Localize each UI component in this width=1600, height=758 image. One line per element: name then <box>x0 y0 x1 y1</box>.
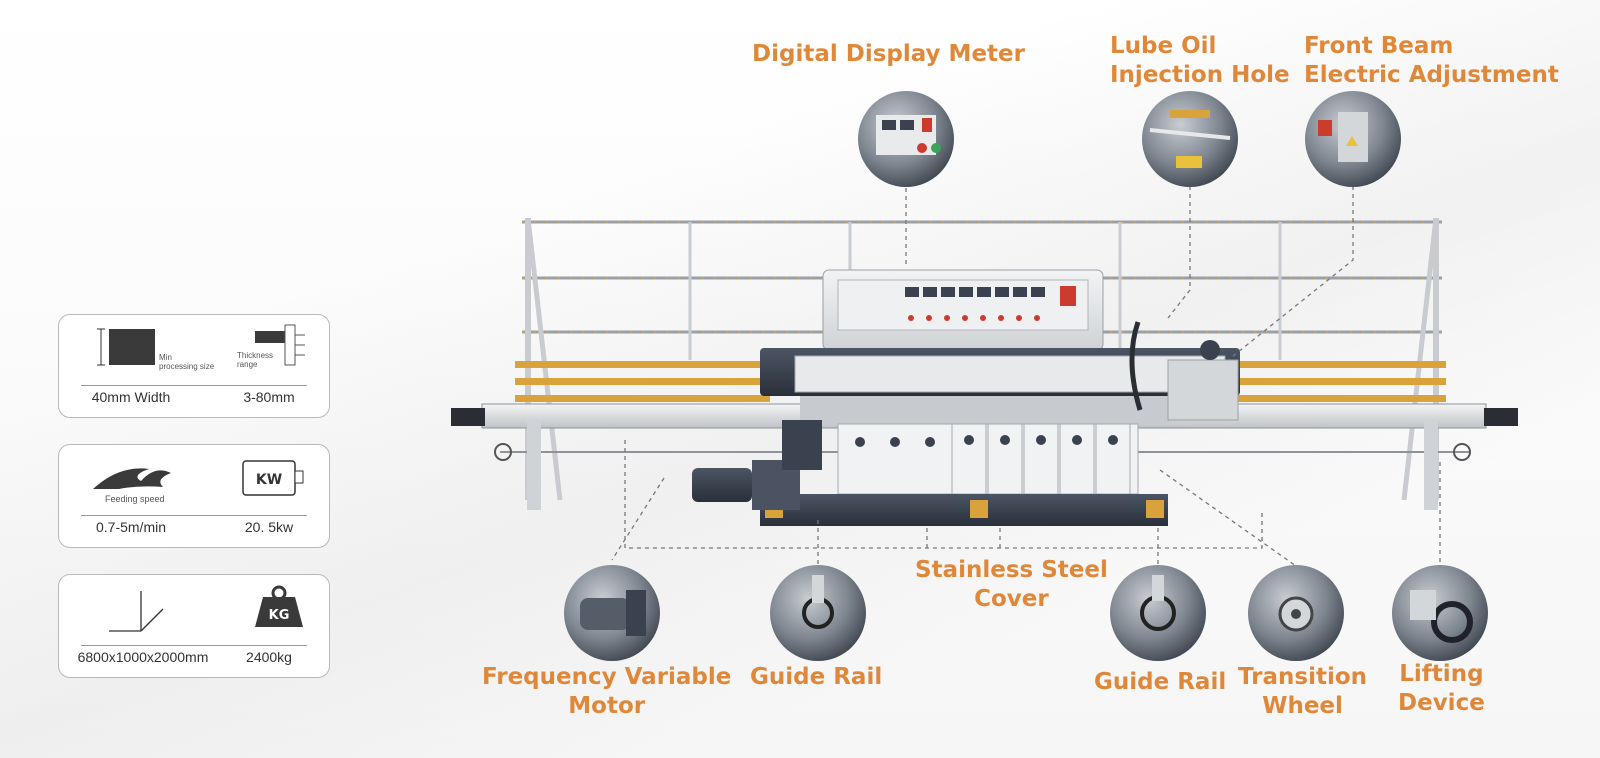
thickness-caption: Thickness range <box>237 351 274 369</box>
weight-value: 2400kg <box>246 649 292 665</box>
kg-weight-icon: KG <box>255 585 303 627</box>
feeding-speed-value: 0.7-5m/min <box>95 519 167 535</box>
spec-box-speed-power: KW Feeding speed 0.7-5m/min 20. 5kw <box>58 444 330 548</box>
spec-divider <box>81 645 307 646</box>
detail-circle-frequency-variable-motor <box>564 565 660 661</box>
kw-motor-icon: KW <box>242 460 304 496</box>
detail-circle-lifting-device <box>1392 565 1488 661</box>
label-lube-oil-injection-hole: Lube Oil Injection Hole <box>1110 33 1290 88</box>
power-value: 20. 5kw <box>244 519 294 535</box>
label-guide-rail-right: Guide Rail <box>1094 669 1227 695</box>
feeding-speed-caption: Feeding speed <box>105 494 165 504</box>
min-size-caption: Min processing size <box>159 353 215 371</box>
detail-circle-guide-rail-right <box>1110 565 1206 661</box>
label-digital-display-meter: Digital Display Meter <box>752 41 1025 67</box>
spec-box-dimension-weight: KG 6800x1000x2000mm 2400kg <box>58 574 330 678</box>
motor-unit <box>692 420 822 510</box>
spec-icons-size-thickness <box>97 324 305 366</box>
spec-box-size-thickness: Min processing size Thickness range 40mm… <box>58 314 330 418</box>
kw-icon-text: KW <box>256 472 282 488</box>
detail-circle-front-beam-electric-adjustment <box>1305 91 1401 187</box>
kg-icon-text: KG <box>269 608 290 623</box>
leader-lines <box>611 186 1441 568</box>
spec-icons-speed-power: KW <box>93 460 304 496</box>
speed-wave-icon <box>93 468 171 489</box>
label-guide-rail-left: Guide Rail <box>750 664 883 690</box>
detail-circle-lube-oil-injection-hole <box>1142 91 1238 187</box>
spec-divider <box>81 385 307 386</box>
label-front-beam-electric-adjustment: Front Beam Electric Adjustment <box>1304 33 1559 88</box>
dimension-axes-icon <box>109 591 164 632</box>
control-cabinet <box>822 269 1104 351</box>
spec-divider <box>81 515 307 516</box>
label-lifting-device: Lifting Device <box>1398 661 1485 716</box>
detail-circle-guide-rail-left <box>770 565 866 661</box>
thickness-value: 3-80mm <box>243 389 295 405</box>
dimensions-value: 6800x1000x2000mm <box>77 649 209 665</box>
thickness-icon <box>255 324 305 366</box>
detail-circle-transition-wheel <box>1248 565 1344 661</box>
min-size-icon <box>97 328 155 366</box>
spec-icons-dimension-weight: KG <box>109 585 303 632</box>
machine-body <box>760 321 1240 526</box>
label-stainless-steel-cover: Stainless Steel Cover <box>915 557 1108 612</box>
label-frequency-variable-motor: Frequency Variable Motor <box>482 664 732 719</box>
detail-circle-digital-display-meter <box>858 91 954 187</box>
label-transition-wheel: Transition Wheel <box>1238 664 1368 719</box>
min-size-value: 40mm Width <box>91 389 171 405</box>
